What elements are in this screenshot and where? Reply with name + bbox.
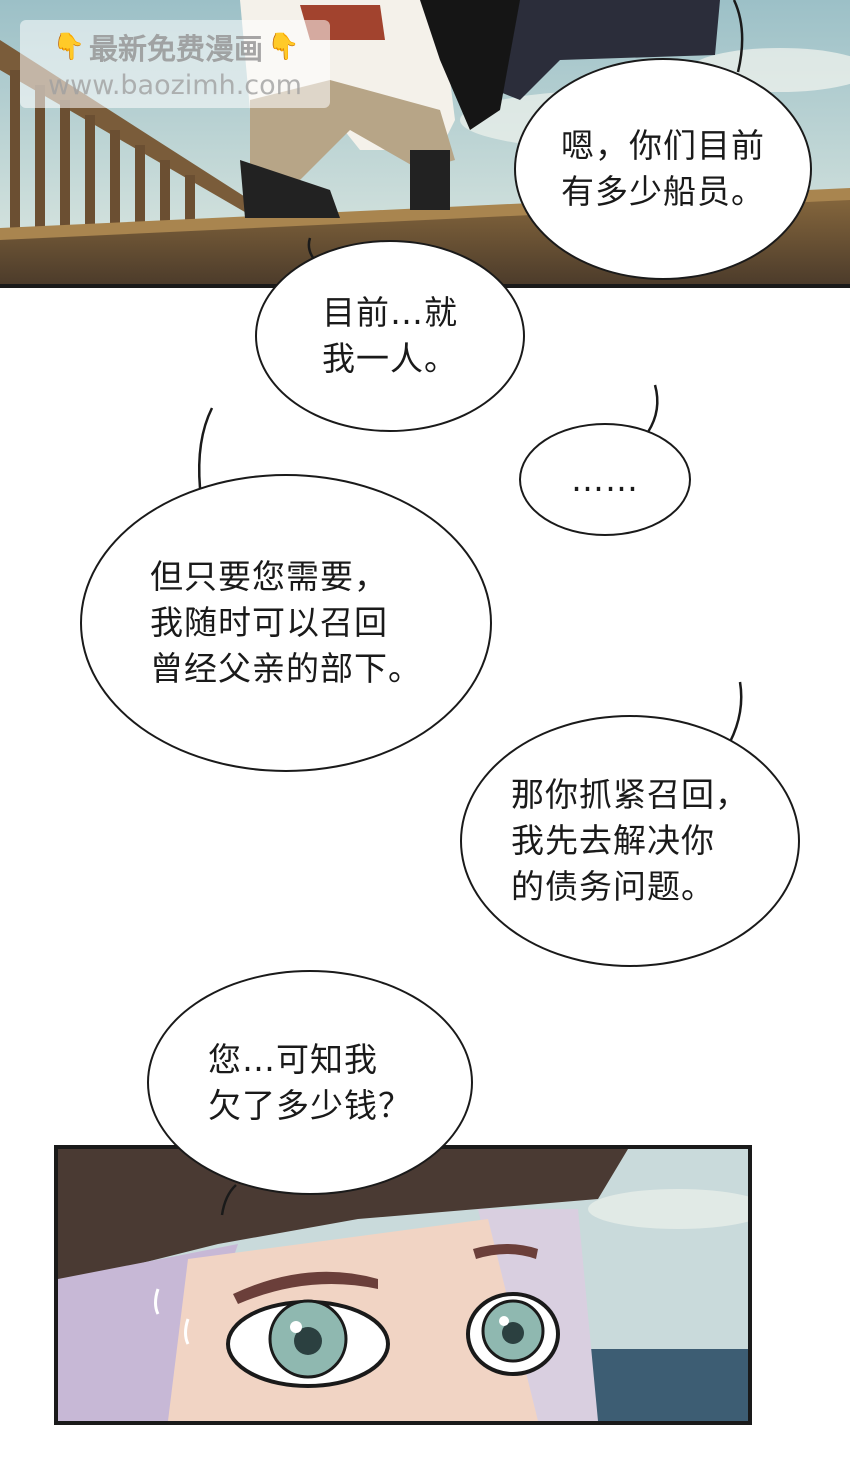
speech-text: …… bbox=[571, 459, 639, 499]
speech-bubble: 那你抓紧召回， 我先去解决你 的债务问题。 bbox=[460, 715, 800, 967]
speech-tail-b3 bbox=[646, 384, 659, 433]
watermark-title-row: 👇 最新免费漫画 👇 bbox=[36, 28, 316, 66]
pointing-down-hand-icon: 👇 bbox=[52, 32, 85, 62]
speech-tail-b5 bbox=[728, 681, 743, 743]
panel-ship-deck bbox=[0, 0, 850, 288]
speech-tail-b4 bbox=[197, 407, 214, 489]
speech-tail-b1 bbox=[732, 0, 744, 73]
speech-bubble: …… bbox=[519, 423, 691, 536]
speech-bubble: 嗯，你们目前 有多少船员。 bbox=[514, 58, 812, 280]
speech-text: 您…可知我 欠了多少钱？ bbox=[208, 1039, 412, 1125]
watermark-url: www.baozimh.com bbox=[48, 70, 302, 101]
speech-text: 嗯，你们目前 有多少船员。 bbox=[561, 126, 765, 211]
speech-text: 那你抓紧召回， 我先去解决你 的债务问题。 bbox=[511, 775, 749, 906]
speech-tail-b6 bbox=[220, 1184, 237, 1216]
speech-text: 目前…就 我一人。 bbox=[322, 293, 458, 378]
eyes-closeup-illustration bbox=[58, 1149, 748, 1421]
watermark-title: 最新免费漫画 bbox=[88, 32, 263, 66]
watermark: 👇 最新免费漫画 👇 www.baozimh.com bbox=[20, 20, 330, 108]
pointing-down-hand-icon: 👇 bbox=[267, 32, 300, 62]
speech-bubble: 但只要您需要， 我随时可以召回 曾经父亲的部下。 bbox=[80, 474, 492, 772]
speech-text: 但只要您需要， 我随时可以召回 曾经父亲的部下。 bbox=[150, 557, 422, 688]
panel-eyes-closeup bbox=[54, 1145, 752, 1425]
speech-bubble: 您…可知我 欠了多少钱？ bbox=[147, 970, 473, 1195]
speech-bubble: 目前…就 我一人。 bbox=[255, 240, 525, 432]
ship-deck-illustration bbox=[0, 0, 850, 284]
